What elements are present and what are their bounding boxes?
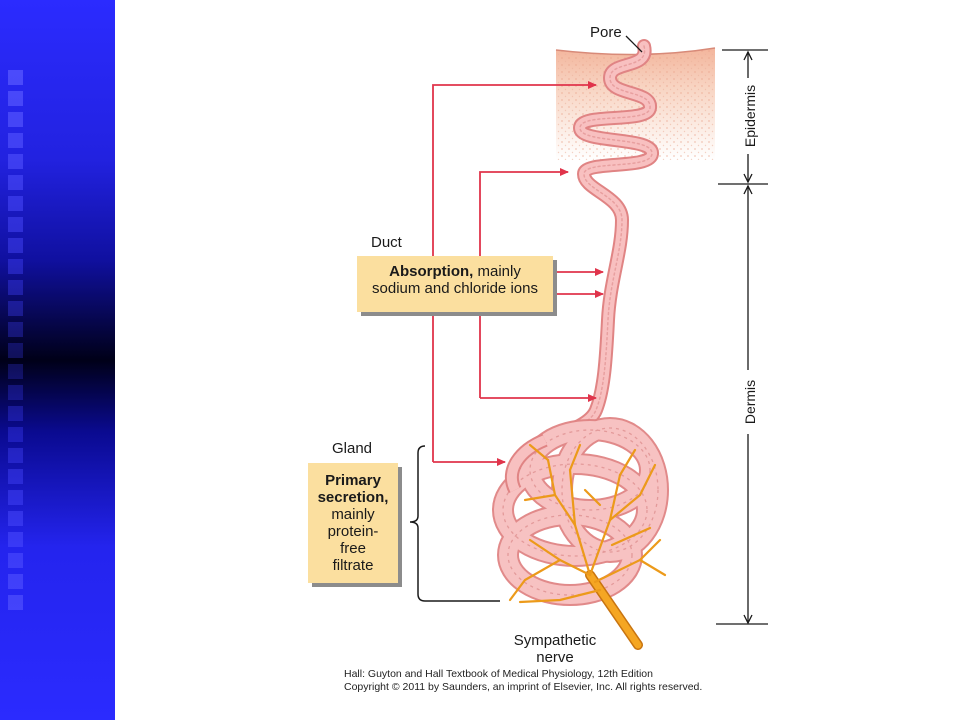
- pore-label: Pore: [590, 24, 622, 41]
- pore-leader-line: [625, 35, 643, 53]
- sidebar-square: [8, 280, 23, 295]
- sidebar-square: [8, 133, 23, 148]
- absorption-box: Absorption, mainly sodium and chloride i…: [357, 256, 553, 312]
- sidebar-square: [8, 196, 23, 211]
- secretion-detail-line1: mainly: [331, 506, 375, 523]
- sidebar-square: [8, 490, 23, 505]
- secretion-detail-line3: free: [340, 540, 366, 557]
- sidebar-square: [8, 91, 23, 106]
- slide-sidebar-decoration: [0, 0, 115, 720]
- secretory-gland-coil: [492, 417, 669, 606]
- sympathetic-nerve: [508, 443, 667, 650]
- sidebar-square: [8, 343, 23, 358]
- secretion-title-line1: Primary: [325, 472, 381, 489]
- sidebar-square: [8, 301, 23, 316]
- sidebar-square: [8, 364, 23, 379]
- duct-label: Duct: [371, 234, 402, 251]
- gland-brace: [409, 445, 500, 602]
- sidebar-square: [8, 322, 23, 337]
- sidebar-square: [8, 70, 23, 85]
- nerve-label-line2: nerve: [536, 649, 574, 666]
- absorption-arrows: [432, 81, 604, 466]
- dermis-label: Dermis: [742, 370, 758, 434]
- sidebar-square: [8, 217, 23, 232]
- sidebar-square: [8, 469, 23, 484]
- credit-line-1: Hall: Guyton and Hall Textbook of Medica…: [344, 668, 653, 680]
- credit-line-2: Copyright © 2011 by Saunders, an imprint…: [344, 681, 703, 693]
- primary-secretion-box: Primary secretion, mainly protein- free …: [308, 463, 398, 583]
- absorption-detail: sodium and chloride ions: [372, 280, 538, 297]
- sidebar-square: [8, 175, 23, 190]
- sidebar-square: [8, 511, 23, 526]
- sidebar-square: [8, 385, 23, 400]
- secretion-detail-line4: filtrate: [332, 557, 374, 574]
- secretion-detail-line2: protein-: [327, 523, 379, 540]
- nerve-label-line1: Sympathetic: [513, 632, 597, 649]
- secretion-title-line2: secretion,: [317, 489, 389, 506]
- absorption-text: mainly: [473, 263, 521, 280]
- sidebar-square: [8, 448, 23, 463]
- sidebar-square: [8, 595, 23, 610]
- sidebar-square: [8, 154, 23, 169]
- sidebar-square: [8, 238, 23, 253]
- gland-label: Gland: [332, 440, 373, 457]
- sweat-duct: [538, 39, 659, 447]
- sidebar-square: [8, 427, 23, 442]
- sidebar-square: [8, 406, 23, 421]
- sidebar-square: [8, 553, 23, 568]
- sidebar-square: [8, 532, 23, 547]
- epidermis-label: Epidermis: [742, 78, 758, 154]
- nerve-label: Sympathetic nerve: [507, 632, 603, 666]
- absorption-title: Absorption,: [389, 263, 474, 280]
- sidebar-square: [8, 574, 23, 589]
- sidebar-square: [8, 112, 23, 127]
- sidebar-square: [8, 259, 23, 274]
